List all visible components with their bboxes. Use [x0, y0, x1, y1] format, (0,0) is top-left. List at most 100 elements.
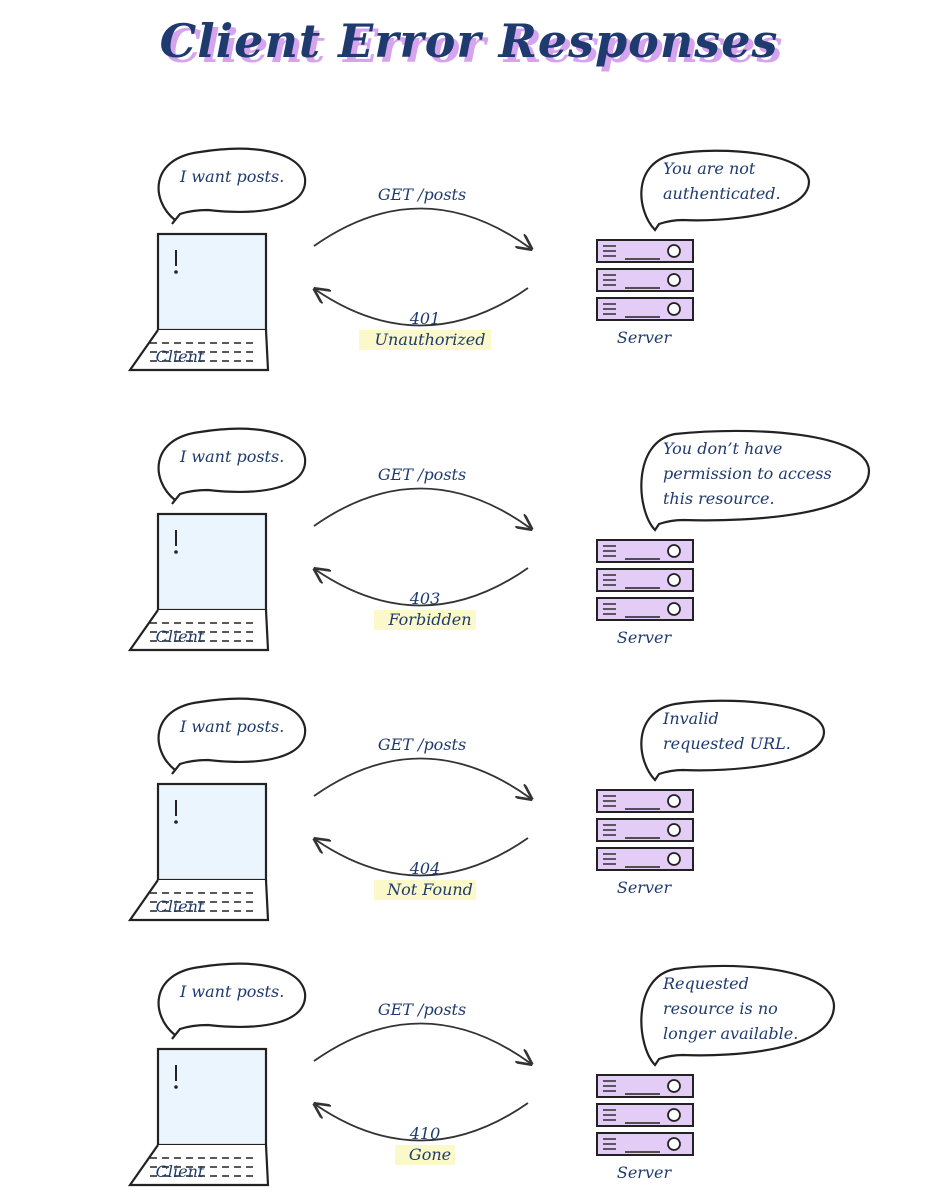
status-text: Gone — [409, 1145, 451, 1164]
title-shadow: Client Error Responses — [165, 19, 784, 73]
server-bubble-line: permission to access — [663, 464, 832, 483]
server-unit-body — [596, 539, 694, 563]
laptop-screen — [156, 782, 268, 882]
status-highlight — [359, 330, 491, 350]
server-unit-body — [596, 297, 694, 321]
request-label: GET /posts — [378, 1000, 466, 1019]
server-label: Server — [617, 628, 673, 647]
server-unit-body — [596, 1103, 694, 1127]
response-arrow — [316, 288, 529, 327]
server-speech-bubble: Requested resource is no longer available. — [640, 964, 836, 1067]
client-bubble-outline — [157, 427, 307, 505]
server-label: Server — [617, 1163, 673, 1182]
request-label: GET /posts — [378, 735, 466, 754]
server-bubble-outline — [640, 699, 826, 782]
server-bubble-line: requested URL. — [663, 734, 791, 753]
server-unit — [596, 539, 694, 563]
client-bubble-outline — [157, 962, 307, 1040]
server-led — [667, 302, 681, 316]
server-led — [667, 602, 681, 616]
server-bubble-line: Requested — [662, 974, 749, 993]
response-arrow — [316, 1103, 529, 1142]
request-arrow — [313, 1022, 530, 1063]
server-unit — [596, 818, 694, 842]
cursor-dot — [174, 1085, 178, 1089]
server-led — [667, 1137, 681, 1151]
server-led — [667, 794, 681, 808]
server-bubble-outline — [640, 149, 811, 232]
client-speech-bubble: I want posts. — [157, 427, 307, 505]
server-unit-body — [596, 597, 694, 621]
status-code: 404 — [409, 859, 441, 878]
laptop-icon — [127, 782, 270, 922]
laptop-base — [127, 329, 270, 372]
laptop-screen — [156, 512, 268, 612]
status-highlight — [374, 610, 476, 630]
cursor-dot — [174, 550, 178, 554]
client-label: Client — [156, 347, 205, 366]
response-arrow — [316, 568, 529, 607]
server-bubble-line: resource is no — [663, 999, 778, 1018]
client-speech-bubble: I want posts. — [157, 147, 307, 225]
server-unit — [596, 1103, 694, 1127]
laptop-base — [127, 879, 270, 922]
client-label: Client — [156, 1162, 205, 1181]
laptop-screen — [156, 232, 268, 332]
status-highlight — [374, 880, 476, 900]
title-group: Client Error Responses Client Error Resp… — [160, 14, 784, 73]
server-unit — [596, 597, 694, 621]
client-label: Client — [156, 627, 205, 646]
server-unit-body — [596, 568, 694, 592]
server-led — [667, 244, 681, 258]
server-unit-body — [596, 789, 694, 813]
server-led — [667, 823, 681, 837]
response-arrow — [316, 838, 529, 877]
server-unit-body — [596, 847, 694, 871]
laptop-base — [127, 609, 270, 652]
laptop-base — [127, 1144, 270, 1187]
server-bubble-outline — [640, 964, 836, 1067]
server-unit — [596, 239, 694, 263]
cursor-dot — [174, 270, 178, 274]
server-led — [667, 1079, 681, 1093]
laptop-screen — [156, 1047, 268, 1147]
server-unit-body — [596, 1132, 694, 1156]
server-led — [667, 273, 681, 287]
client-bubble-outline — [157, 697, 307, 775]
server-bubble-line: this resource. — [663, 489, 775, 508]
server-unit — [596, 297, 694, 321]
server-icon — [596, 1074, 694, 1156]
server-label: Server — [617, 328, 673, 347]
laptop-icon — [127, 232, 270, 372]
client-speech-bubble: I want posts. — [157, 697, 307, 775]
server-bubble-line: Invalid — [662, 709, 719, 728]
status-highlight — [395, 1145, 455, 1165]
client-bubble-text: I want posts. — [179, 982, 284, 1001]
client-speech-bubble: I want posts. — [157, 962, 307, 1040]
server-bubble-line: longer available. — [663, 1024, 798, 1043]
status-text: Forbidden — [387, 610, 471, 629]
server-speech-bubble: You don’t have permission to access this r… — [640, 429, 871, 532]
client-label: Client — [156, 897, 205, 916]
client-bubble-outline — [157, 147, 307, 225]
server-unit — [596, 847, 694, 871]
server-unit-body — [596, 818, 694, 842]
client-bubble-text: I want posts. — [179, 447, 284, 466]
cursor-dot — [174, 820, 178, 824]
status-code: 403 — [409, 589, 441, 608]
server-unit-body — [596, 239, 694, 263]
server-bubble-line: You are not — [663, 159, 756, 178]
server-icon — [596, 239, 694, 321]
status-text: Not Found — [386, 880, 473, 899]
server-icon — [596, 539, 694, 621]
server-unit-body — [596, 268, 694, 292]
status-code: 410 — [409, 1124, 441, 1143]
server-bubble-line: You don’t have — [663, 439, 782, 458]
server-unit-body — [596, 1074, 694, 1098]
client-bubble-text: I want posts. — [179, 167, 284, 186]
server-unit — [596, 1074, 694, 1098]
